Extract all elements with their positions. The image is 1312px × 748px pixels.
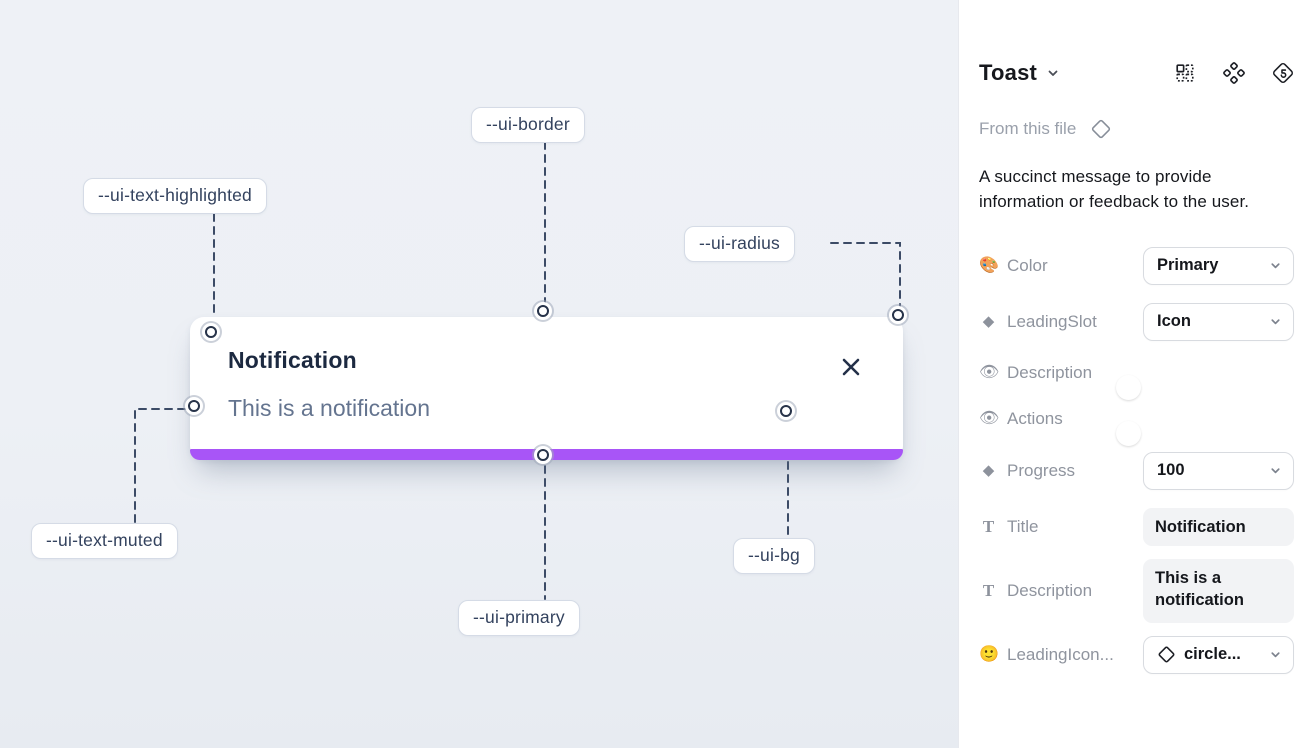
- icon-preview-diamond-icon: [1157, 645, 1176, 664]
- component-name[interactable]: Toast: [979, 60, 1038, 85]
- leadingicon-select[interactable]: circle...: [1143, 635, 1294, 674]
- property-label: Color: [1007, 255, 1048, 275]
- source-label: From this file: [979, 119, 1077, 138]
- connector-dot-bg: [779, 404, 792, 417]
- property-row-actions-toggle: 👁 Actions: [979, 408, 1294, 446]
- leadingslot-select[interactable]: Icon: [1143, 302, 1294, 341]
- diamond-icon: ◆: [982, 313, 995, 331]
- chevron-down-icon: [1269, 648, 1282, 661]
- property-row-leadingslot: ◆ LeadingSlot Icon: [979, 302, 1294, 341]
- component-description: A succinct message to provide informatio…: [979, 167, 1250, 211]
- property-label: LeadingIcon...: [1007, 644, 1114, 664]
- token-label-ui-text-muted: --ui-text-muted: [31, 523, 178, 559]
- token-label-ui-radius: --ui-radius: [684, 226, 795, 262]
- text-type-icon: T: [982, 581, 995, 601]
- chevron-down-icon: [1269, 259, 1282, 272]
- chevron-down-icon: [1269, 464, 1282, 477]
- property-row-leadingicon: 🙂 LeadingIcon... circle...: [979, 635, 1294, 674]
- diamond-icon: ◆: [982, 462, 995, 480]
- source-row: From this file: [979, 116, 1294, 142]
- connector-dot-radius: [891, 308, 904, 321]
- property-row-color: 🎨 Color Primary: [979, 246, 1294, 285]
- toast-description: This is a notification: [228, 395, 430, 421]
- property-label: Actions: [1007, 408, 1063, 428]
- description-text-field[interactable]: This is a notification: [1143, 558, 1294, 623]
- property-row-description-text: T Description This is a notification: [979, 558, 1294, 623]
- token-label-ui-bg: --ui-bg: [733, 538, 815, 574]
- toggle-knob: [1116, 420, 1141, 446]
- property-list: 🎨 Color Primary ◆ LeadingSlot Icon: [979, 246, 1294, 674]
- token-label-ui-primary: --ui-primary: [458, 600, 580, 636]
- progress-select[interactable]: 100: [1143, 451, 1294, 490]
- instance-swap-icon[interactable]: [1174, 62, 1196, 84]
- connector-dot-border: [536, 304, 549, 317]
- properties-panel: Toast: [958, 0, 1312, 748]
- connector-dot-highlighted: [204, 325, 217, 338]
- diamond-s-icon[interactable]: [1272, 62, 1294, 84]
- smiley-icon: 🙂: [979, 645, 999, 663]
- connector-dot-primary: [536, 448, 549, 461]
- toast-component-preview: Notification This is a notification: [190, 317, 903, 460]
- property-row-title: T Title Notification: [979, 507, 1294, 546]
- palette-icon: 🎨: [979, 256, 999, 274]
- property-label: Progress: [1007, 460, 1076, 480]
- connector-dot-muted: [187, 399, 200, 412]
- chevron-down-icon: [1269, 315, 1282, 328]
- eye-icon: 👁: [979, 409, 1000, 427]
- token-label-ui-text-highlighted: --ui-text-highlighted: [83, 178, 267, 214]
- property-label: LeadingSlot: [1007, 311, 1097, 331]
- toast-close-button[interactable]: [839, 355, 863, 379]
- property-row-progress: ◆ Progress 100: [979, 451, 1294, 490]
- title-text-field[interactable]: Notification: [1143, 507, 1294, 546]
- text-type-icon: T: [982, 517, 995, 537]
- design-canvas: Notification This is a notification --ui…: [0, 0, 958, 748]
- from-file-diamond-icon: [1090, 118, 1112, 140]
- close-icon: [842, 358, 860, 376]
- token-label-ui-border: --ui-border: [471, 107, 585, 143]
- toast-title: Notification: [228, 347, 357, 373]
- property-label: Description: [1007, 362, 1093, 382]
- component-set-icon[interactable]: [1223, 62, 1245, 84]
- eye-icon: 👁: [979, 363, 1000, 381]
- color-select[interactable]: Primary: [1143, 246, 1294, 285]
- panel-header: Toast: [979, 58, 1294, 88]
- toggle-knob: [1116, 374, 1141, 400]
- property-label: Title: [1007, 516, 1039, 536]
- component-name-chevron-icon[interactable]: [1046, 66, 1060, 80]
- property-row-description-toggle: 👁 Description: [979, 362, 1294, 400]
- property-label: Description: [1007, 580, 1093, 600]
